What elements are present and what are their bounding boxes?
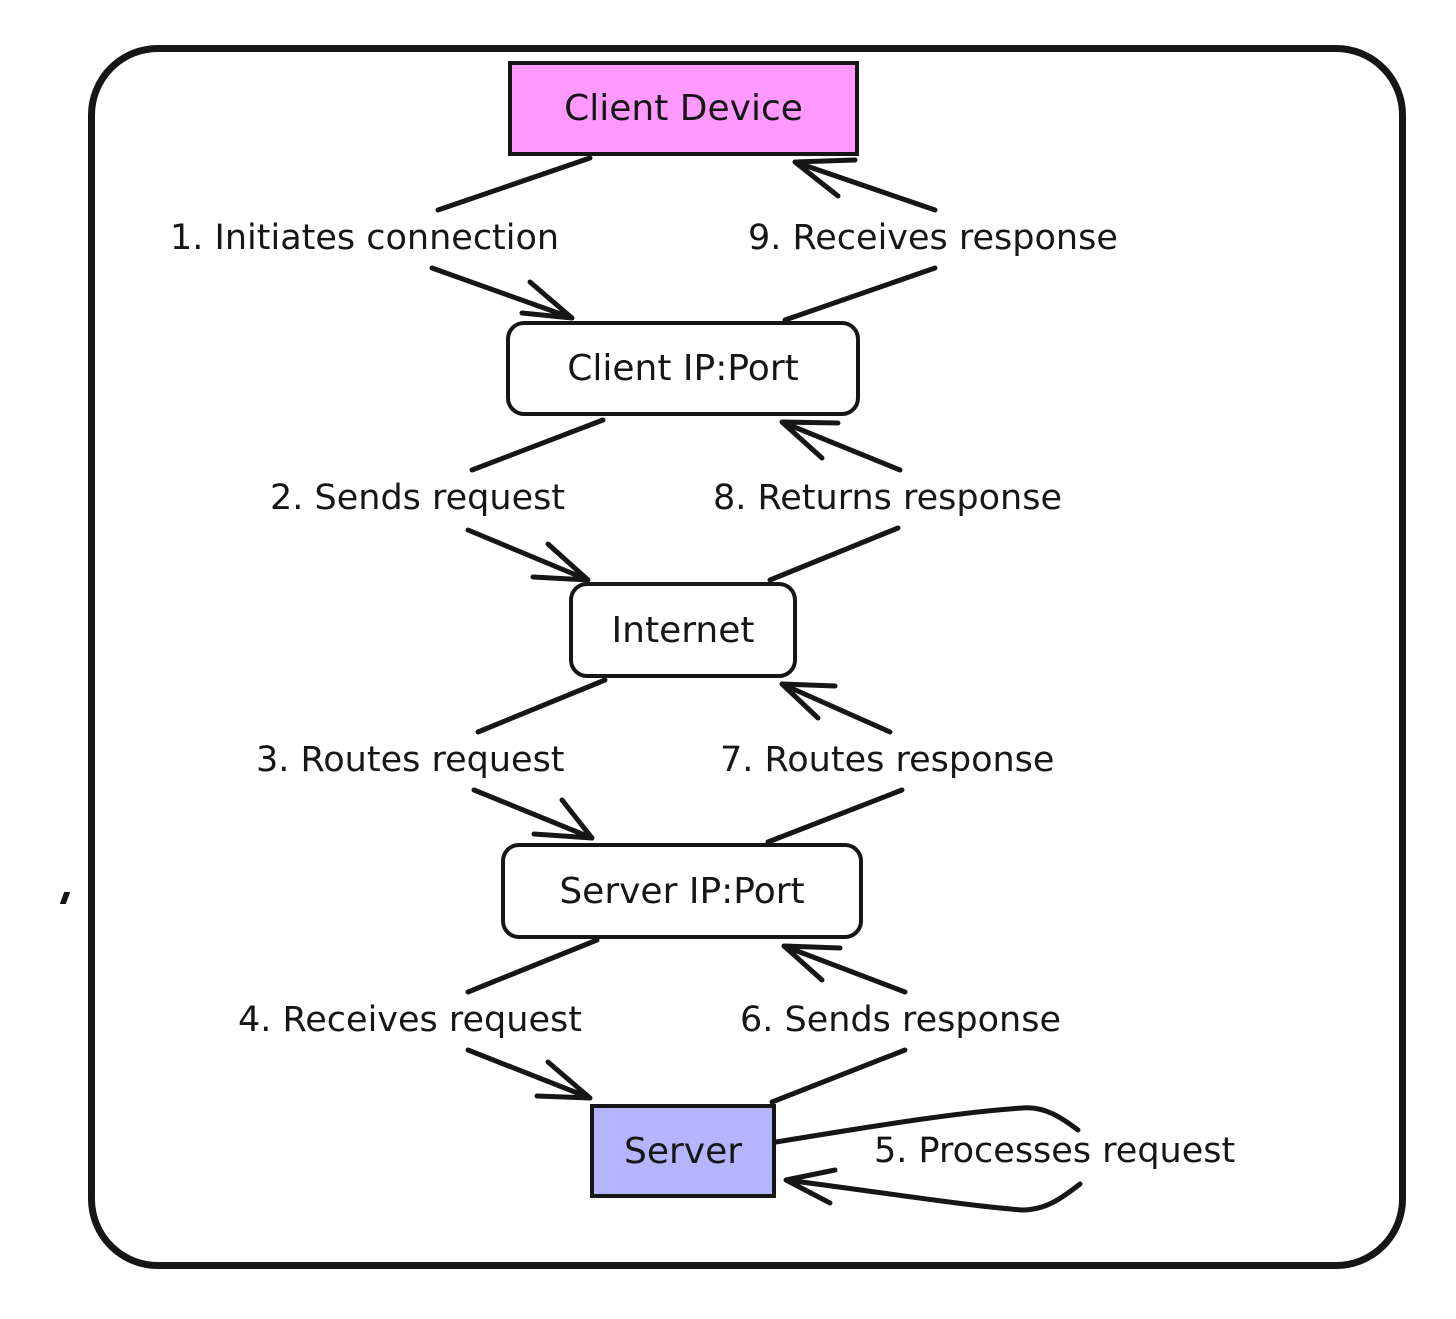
arrow-step-2 — [465, 417, 606, 583]
step-5-label: 5. Processes request — [874, 1131, 1236, 1171]
arrow-step-8 — [767, 419, 903, 583]
arrow-step-6 — [769, 943, 908, 1105]
arrow-step-5 — [773, 1105, 1083, 1213]
server-node: Server — [590, 1104, 776, 1198]
arrow-step-9 — [782, 157, 938, 323]
arrow-step-4 — [465, 937, 600, 1101]
step-8-label: 8. Returns response — [713, 478, 1062, 518]
step-7-label: 7. Routes response — [720, 740, 1055, 780]
server-ip-port-node: Server IP:Port — [501, 843, 863, 939]
step-6-label: 6. Sends response — [740, 1000, 1061, 1040]
arrow-step-1 — [429, 155, 593, 321]
step-4-label: 4. Receives request — [238, 1000, 582, 1040]
internet-node: Internet — [569, 582, 797, 678]
client-ip-port-node: Client IP:Port — [506, 321, 860, 416]
arrow-step-7 — [765, 681, 905, 845]
arrow-step-3 — [471, 677, 608, 841]
step-3-label: 3. Routes request — [256, 740, 565, 780]
step-2-label: 2. Sends request — [270, 478, 566, 518]
step-1-label: 1. Initiates connection — [170, 218, 560, 258]
step-9-label: 9. Receives response — [748, 218, 1118, 258]
client-device-node: Client Device — [508, 61, 859, 156]
